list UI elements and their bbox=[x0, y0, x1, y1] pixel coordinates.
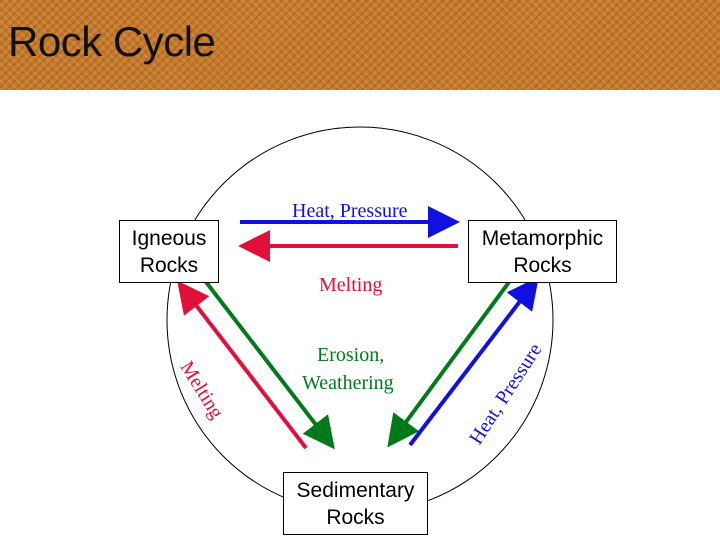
igneous-label-line2: Rocks bbox=[139, 254, 199, 277]
melting-label-middle: Melting bbox=[319, 274, 383, 296]
metamorphic-label-line1: Metamorphic bbox=[481, 227, 604, 250]
sedimentary-label-line2: Rocks bbox=[326, 506, 385, 529]
erosion-label: Erosion, bbox=[317, 344, 385, 366]
sedimentary-rocks-box: Sedimentary Rocks bbox=[283, 472, 428, 535]
arrow-metamorphic-to-sedimentary bbox=[387, 276, 514, 448]
arrow-sedimentary-to-metamorphic bbox=[408, 276, 539, 447]
metamorphic-label-line2: Rocks bbox=[513, 254, 572, 277]
weathering-label: Weathering bbox=[302, 372, 394, 394]
page-title: Rock Cycle bbox=[8, 18, 216, 65]
arrow-sedimentary-to-igneous bbox=[177, 280, 308, 450]
header-bar: Rock Cycle bbox=[0, 0, 720, 90]
cycle-circle bbox=[166, 126, 554, 514]
metamorphic-rocks-box: Metamorphic Rocks bbox=[468, 220, 617, 283]
arrow-igneous-to-sedimentary bbox=[204, 280, 335, 450]
igneous-label-line1: Igneous bbox=[131, 227, 207, 250]
heat-pressure-label-top: Heat, Pressure bbox=[292, 200, 408, 222]
igneous-rocks-box: Igneous Rocks bbox=[119, 220, 219, 283]
sedimentary-label-line1: Sedimentary bbox=[296, 479, 415, 502]
